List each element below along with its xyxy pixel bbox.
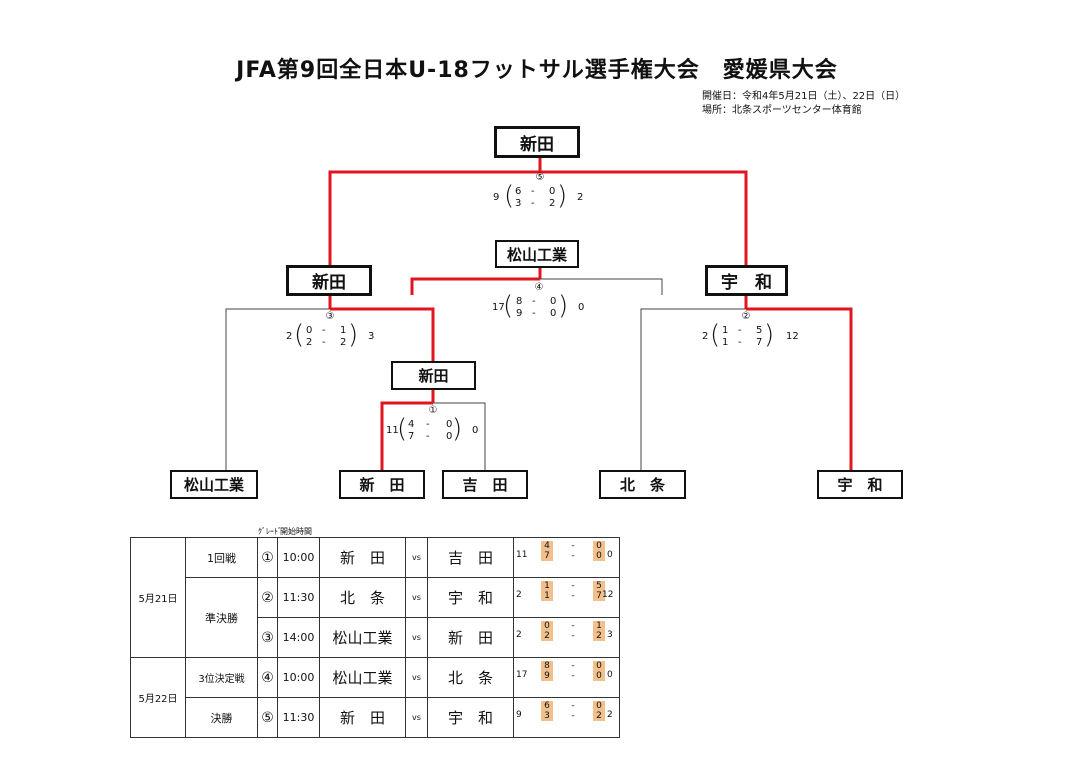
third-place-box: 松山工業 [495, 240, 579, 268]
match-no: ⑤ [535, 172, 545, 183]
table-row: 準決勝 ② 11:30 北 条 vs 宇 和 2 1-5 1-7 12 [131, 577, 620, 658]
table-row: 5月21日 1回戦 ① 10:00 新 田 vs 吉 田 11 4-0 7-0 … [130, 537, 620, 658]
r1-winner-box: 新田 [391, 361, 476, 390]
score-cell: 2 0-1 2-2 3 [513, 617, 620, 658]
semi-left-winner-box: 新田 [286, 265, 372, 296]
third-line-left [410, 277, 540, 295]
final-line-left [328, 170, 540, 268]
match-no: ④ [534, 282, 544, 293]
score-cell: 9 6-0 3-2 2 [513, 697, 620, 738]
score-cell: 11 4-0 7-0 0 [513, 537, 620, 578]
team-box-nitta: 新 田 [339, 470, 425, 499]
score-right-total: 2 [577, 192, 584, 203]
table-row: ③ 14:00 松山工業 vs 新 田 2 0-1 2-2 3 [131, 617, 620, 658]
score-cell: 2 1-5 1-7 12 [513, 577, 620, 618]
r1-line-left [380, 401, 433, 472]
event-venue: 場所：北条スポーツセンター体育館 [702, 105, 862, 116]
header-no: ｸﾞﾚｰﾄﾞ [258, 527, 282, 536]
team-box-hojo: 北 条 [599, 470, 686, 499]
score-cell: 17 8-0 9-0 0 [513, 657, 620, 698]
r1-line-right [433, 402, 486, 472]
match-2-score: ② 2 ( 1-5 1-7 ) 12 [702, 311, 799, 350]
team-box-uwa: 宇 和 [817, 470, 903, 499]
champion-box: 新田 [494, 126, 580, 158]
date-cell: 5月21日 [130, 537, 186, 658]
match-no: ② [741, 311, 751, 322]
match-no: ③ [325, 311, 335, 322]
team-box-yoshida: 吉 田 [442, 470, 528, 499]
third-line-right [540, 278, 663, 295]
match-5-score: ⑤ 9 ( 6-0 3-2 ) 2 [493, 172, 584, 211]
schedule-table: 5月21日 1回戦 ① 10:00 新 田 vs 吉 田 11 4-0 7-0 … [130, 537, 620, 738]
semi-left-line-right [330, 307, 435, 362]
team-box-matsuyama: 松山工業 [170, 470, 258, 499]
table-row: 5月22日 3位決定戦 ④ 10:00 松山工業 vs 北 条 17 8-0 9… [130, 657, 620, 738]
date-cell: 5月22日 [130, 657, 186, 738]
match-no: ① [428, 405, 438, 416]
score-left-total: 9 [493, 192, 500, 203]
semi-left-line-left [225, 308, 330, 474]
table-row: 決勝 ⑤ 11:30 新 田 vs 宇 和 9 6-0 3-2 2 [131, 697, 620, 738]
event-dates: 開催日：令和4年5月21日（土）、22日（日） [702, 91, 906, 102]
final-line-right [540, 170, 748, 268]
semi-right-winner-box: 宇 和 [705, 265, 788, 296]
semi-right-line-left [640, 308, 746, 474]
match-1-score: ① 11 ( 4-0 7-0 ) 0 [386, 405, 479, 444]
bracket-lines [225, 157, 853, 474]
semi-right-line-right [746, 307, 853, 474]
page-title: JFA第9回全日本U-18フットサル選手権大会 愛媛県大会 [236, 58, 838, 83]
header-time: 開始時間 [280, 527, 312, 536]
match-4-score: ④ 17 ( 8-0 9-0 ) 0 [492, 282, 585, 321]
match-3-score: ③ 2 ( 0-1 2-2 ) 3 [286, 311, 375, 350]
